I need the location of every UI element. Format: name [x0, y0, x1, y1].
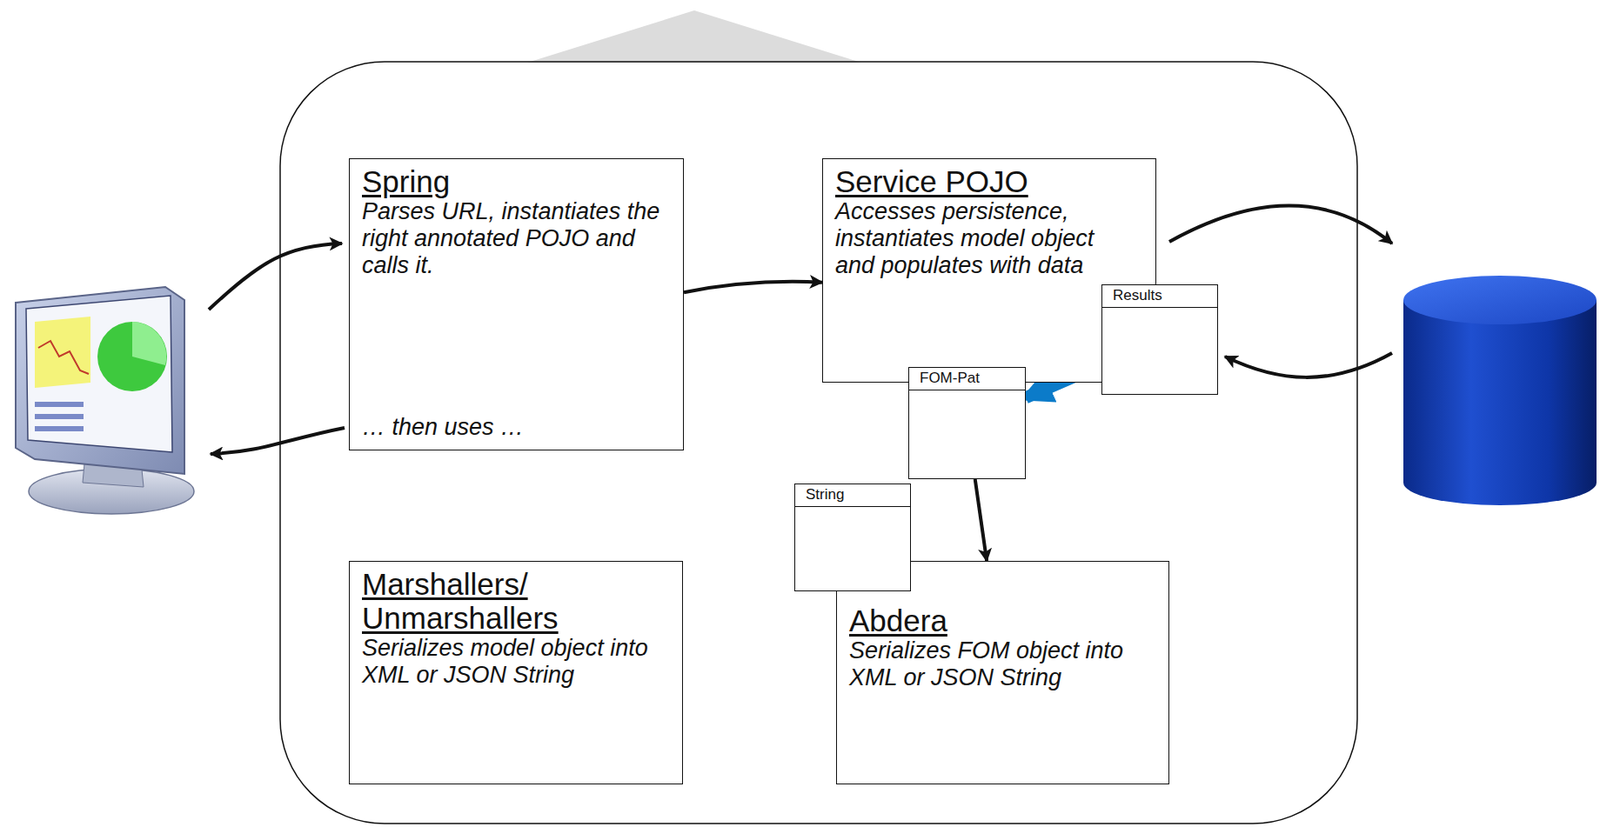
monitor-icon — [15, 287, 195, 515]
result-arrow — [1225, 353, 1393, 378]
component-box: Marshallers/ UnmarshallersSerializes mod… — [348, 561, 683, 785]
request-arrow — [208, 243, 342, 310]
object-label: Results — [1102, 285, 1218, 308]
flow-arrow — [683, 281, 823, 293]
component-box: AbderaSerializes FOM object into XML or … — [836, 561, 1170, 785]
object-label: FOM-Pat — [909, 368, 1025, 391]
component-title: Abdera — [849, 603, 1157, 638]
system-boundary — [280, 61, 1358, 824]
component-description: Serializes model object into XML or JSON… — [361, 635, 670, 690]
grey-triangle — [527, 10, 862, 63]
component-title: Marshallers/ Unmarshallers — [361, 567, 670, 636]
component-description: Serializes FOM object into XML or JSON S… — [849, 637, 1157, 692]
query-arrow — [1169, 205, 1393, 244]
object-box: String — [794, 483, 911, 592]
database-icon — [1403, 275, 1597, 506]
object-box: FOM-Pat — [908, 367, 1026, 480]
component-title: Service POJO — [835, 164, 1144, 199]
component-description: … then uses … — [361, 408, 671, 442]
component-description: Parses URL, instantiates the right annot… — [361, 198, 671, 280]
component-description: Accesses persistence, instantiates model… — [835, 198, 1097, 280]
object-box: Results — [1101, 284, 1219, 395]
component-box: SpringParses URL, instantiates the right… — [348, 158, 684, 451]
response-arrow — [210, 428, 345, 455]
flow-arrow — [975, 479, 987, 562]
object-label: String — [795, 484, 911, 508]
component-title: Spring — [361, 164, 671, 199]
